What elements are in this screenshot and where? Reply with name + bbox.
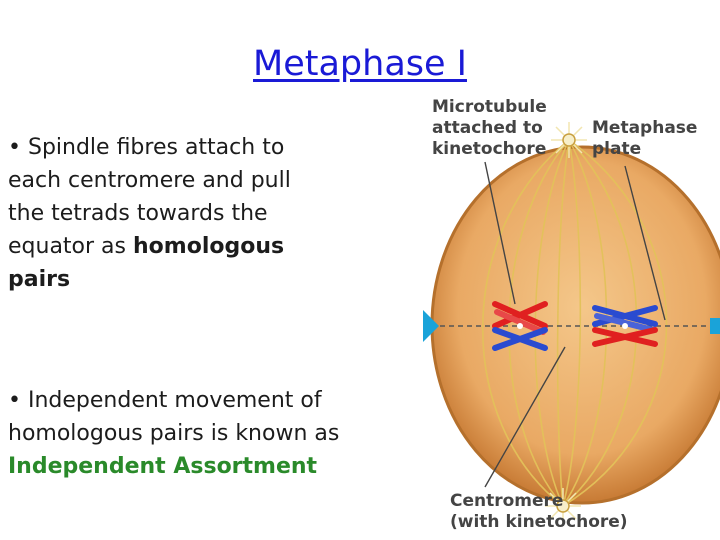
label-metaphase-plate-line-1: Metaphase — [592, 118, 698, 138]
metaphase-cell-diagram — [423, 122, 720, 524]
left-tetrad — [492, 301, 548, 351]
label-microtubule-line-2: attached to — [432, 118, 543, 138]
label-microtubule: Microtubule attached to kinetochore — [432, 97, 547, 160]
emphasis-independent-assortment: Independent Assortment — [8, 454, 318, 479]
bullet-point-1: • Spindle fibres attach to each centrome… — [8, 131, 408, 296]
bullet-2-line-2: homologous pairs is known as — [8, 421, 340, 446]
emphasis-pairs: pairs — [8, 267, 71, 292]
label-metaphase-plate: Metaphase plate — [592, 118, 697, 160]
bullet-1-marker: • — [8, 135, 21, 160]
bullet-2-marker: • — [8, 388, 21, 413]
plate-marker-right — [710, 318, 720, 334]
label-microtubule-line-3: kinetochore — [432, 139, 547, 159]
bullet-point-2: • Independent movement of homologous pai… — [8, 384, 408, 483]
right-tetrad — [592, 305, 658, 347]
label-microtubule-line-1: Microtubule — [432, 97, 547, 117]
label-centromere-line-2: (with kinetochore) — [450, 512, 628, 532]
slide-title: Metaphase I — [253, 44, 467, 84]
label-centromere: Centromere (with kinetochore) — [450, 491, 628, 533]
bullet-1-line-4: equator as homologous — [8, 230, 408, 263]
bullet-1-text-4: equator as — [8, 234, 126, 259]
bottom-centrosome — [545, 488, 581, 524]
label-pointers — [484, 161, 666, 488]
plate-marker-left — [423, 310, 439, 342]
bullet-1-line-3: the tetrads towards the — [8, 201, 268, 226]
bullet-1-text-1: Spindle fibres attach to — [27, 135, 285, 160]
bullet-2-text-1: Independent movement of — [27, 388, 322, 413]
bullet-1-line-1: • Spindle fibres attach to — [8, 131, 408, 164]
label-centromere-line-1: Centromere — [450, 491, 564, 511]
bullet-1-line-2: each centromere and pull — [8, 168, 291, 193]
top-centrosome — [551, 122, 587, 158]
bullet-2-line-1: • Independent movement of — [8, 384, 408, 417]
emphasis-homologous: homologous — [133, 234, 285, 259]
label-metaphase-plate-line-2: plate — [592, 139, 642, 159]
